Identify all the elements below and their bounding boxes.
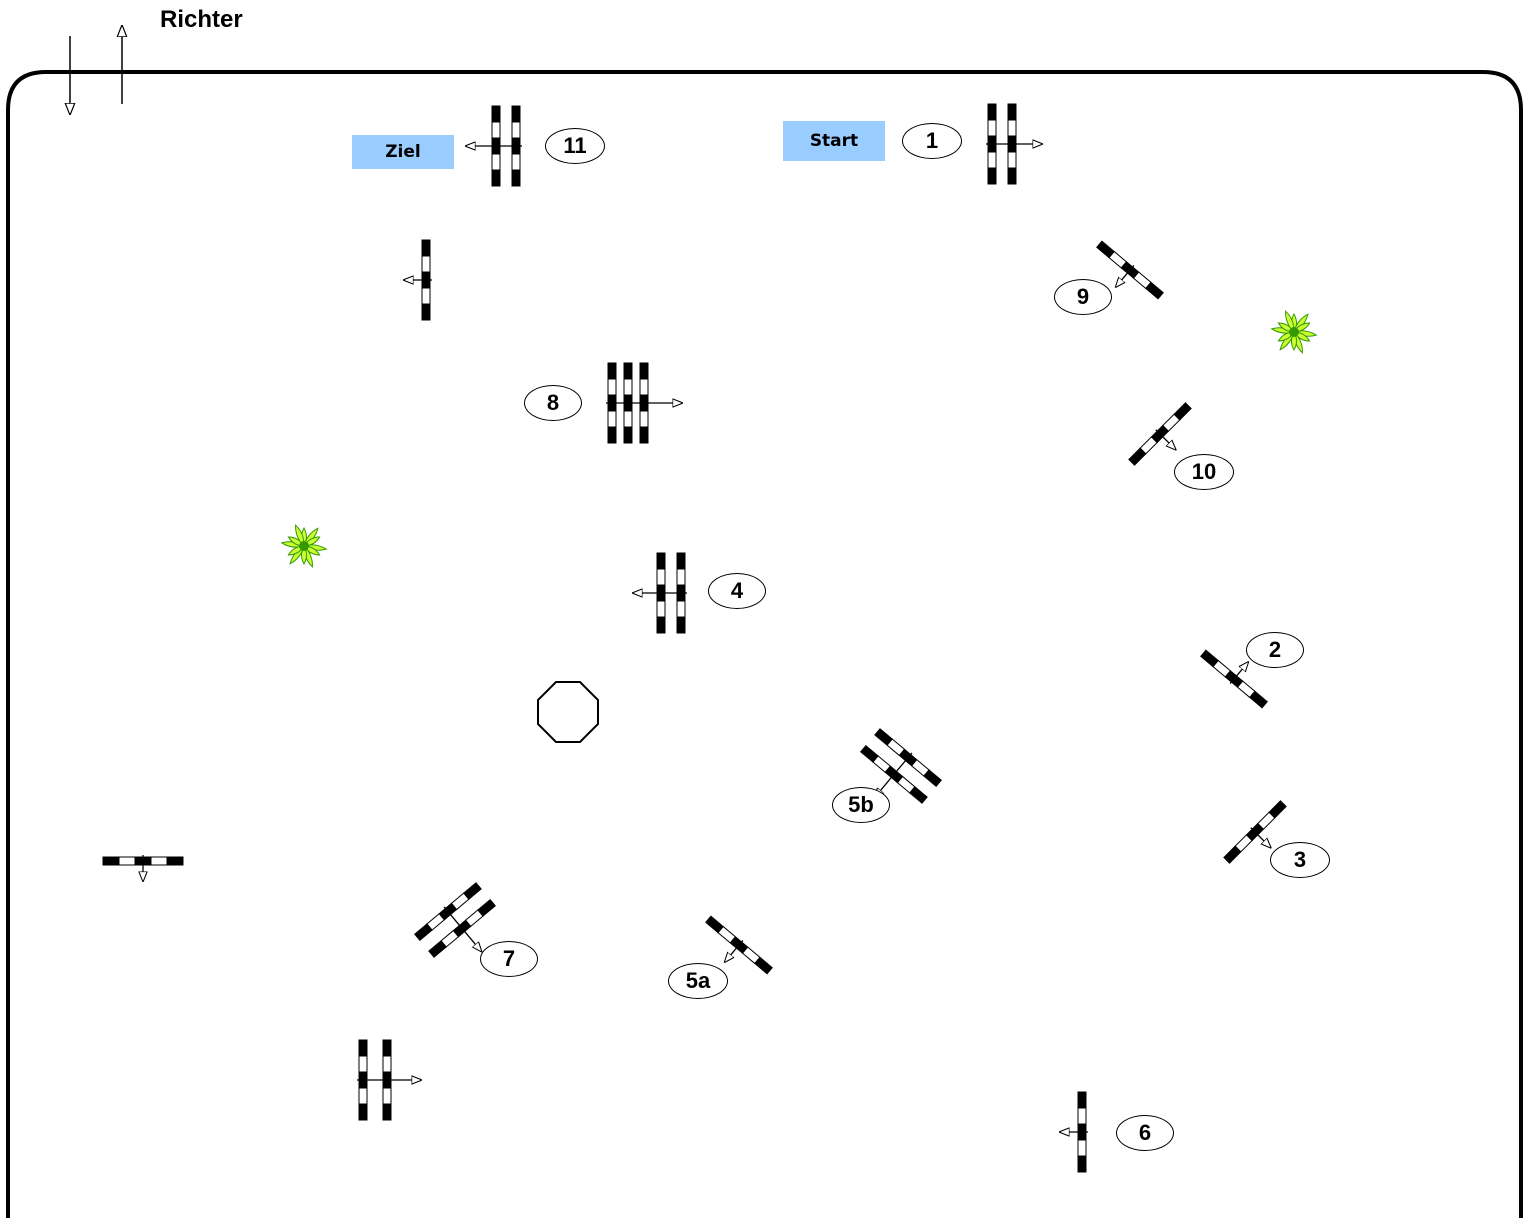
- pole: [428, 898, 496, 958]
- obstacle-number-6: 6: [1116, 1115, 1174, 1151]
- finish-label: Ziel: [352, 135, 454, 169]
- pole: [382, 1039, 392, 1121]
- direction-arrow-icon: [875, 752, 913, 797]
- jump-unnumbered-top: [404, 239, 432, 321]
- obstacle-number-9: 9: [1054, 279, 1112, 315]
- obstacle-number-5b: 5b: [832, 787, 890, 823]
- jump-4: [633, 552, 687, 634]
- pole: [1223, 800, 1287, 864]
- jump-5b: [860, 728, 942, 804]
- arena-boundary: [6, 70, 1523, 1218]
- jump-10: [1128, 402, 1192, 466]
- jump-11: [466, 105, 522, 187]
- direction-arrow-icon: [1250, 827, 1271, 848]
- jump-unnumbered-bottom: [357, 1039, 421, 1121]
- pole: [676, 552, 686, 634]
- obstacle-number-3: 3: [1270, 842, 1330, 878]
- obstacle-number-4: 4: [708, 573, 766, 609]
- jump-3: [1223, 800, 1287, 864]
- pole: [639, 362, 649, 444]
- jump-2: [1200, 649, 1268, 709]
- pole: [1200, 649, 1268, 709]
- direction-arrow-icon: [1116, 264, 1135, 286]
- judge-arrows-icon: [70, 26, 122, 114]
- start-label: Start: [783, 121, 885, 161]
- plant-decoration-icon: [280, 524, 328, 568]
- direction-arrow-icon: [443, 906, 481, 951]
- jump-9: [1096, 240, 1164, 300]
- pole: [656, 552, 666, 634]
- direction-arrow-icon: [1229, 662, 1248, 685]
- judge-label: Richter: [160, 6, 243, 33]
- jump-5a: [705, 915, 773, 975]
- direction-arrow-icon: [725, 939, 744, 961]
- jump-unnumbered-left: [102, 855, 184, 881]
- pole: [1077, 1091, 1087, 1173]
- jump-7: [414, 882, 496, 958]
- obstacle-number-11: 11: [545, 128, 605, 164]
- pole: [623, 362, 633, 444]
- pole: [358, 1039, 368, 1121]
- obstacle-number-2: 2: [1246, 632, 1304, 668]
- jump-8: [606, 362, 682, 444]
- obstacle-number-1: 1: [902, 123, 962, 159]
- obstacle-number-7: 7: [480, 941, 538, 977]
- direction-arrow-icon: [1155, 429, 1176, 450]
- jump-6: [1060, 1091, 1088, 1173]
- octagon-obstacle: [537, 681, 599, 743]
- obstacle-number-5a: 5a: [668, 963, 728, 999]
- pole: [1096, 240, 1164, 300]
- pole: [1007, 103, 1017, 185]
- obstacle-number-8: 8: [524, 385, 582, 421]
- obstacle-number-10: 10: [1174, 454, 1234, 490]
- pole: [491, 105, 501, 187]
- pole: [987, 103, 997, 185]
- plant-decoration-icon: [1270, 310, 1318, 354]
- jump-1: [986, 103, 1042, 185]
- pole: [511, 105, 521, 187]
